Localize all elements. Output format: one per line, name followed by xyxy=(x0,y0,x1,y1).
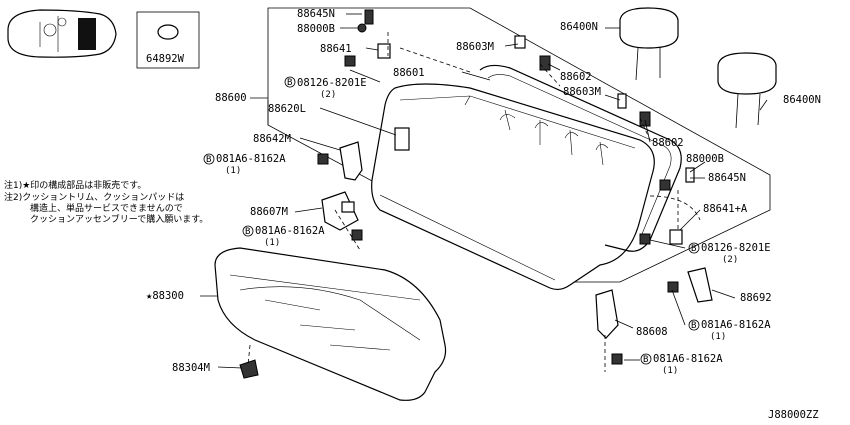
label-88000b-top: 88000B xyxy=(297,23,335,35)
label-88300: ★88300 xyxy=(146,290,184,302)
small-parts xyxy=(317,9,695,365)
bracket-88692[interactable] xyxy=(687,267,713,303)
label-081a6-4: 081A6-8162A xyxy=(653,353,723,365)
label-88600: 88600 xyxy=(215,92,247,104)
label-081a6-1-qty: (1) xyxy=(225,166,241,176)
svg-text:B: B xyxy=(643,355,648,365)
note-2a: 注2)クッショントリム、クッションパッドは xyxy=(4,191,184,203)
label-081a6-4-qty: (1) xyxy=(662,366,678,376)
bracket-88642m[interactable] xyxy=(339,141,363,181)
label-081a6-2: 081A6-8162A xyxy=(255,225,325,237)
label-081a6-3: 081A6-8162A xyxy=(701,319,771,331)
label-86400n-a: 86400N xyxy=(560,21,598,33)
label-081a6-3-qty: (1) xyxy=(710,332,726,342)
diagram-id: J88000ZZ xyxy=(768,409,819,421)
svg-text:B: B xyxy=(691,321,696,331)
note-2c: クッションアッセンブリーで購入願います。 xyxy=(30,213,208,225)
headrest-left[interactable] xyxy=(619,7,679,81)
label-88608: 88608 xyxy=(636,326,668,338)
label-88602-b: 88602 xyxy=(652,137,684,149)
label-081a6-2-qty: (1) xyxy=(264,238,280,248)
bracket-88608[interactable] xyxy=(595,289,619,339)
label-88603m-a: 88603M xyxy=(456,41,494,53)
headrest-right[interactable] xyxy=(717,52,777,129)
svg-text:B: B xyxy=(691,244,696,254)
label-88692: 88692 xyxy=(740,292,772,304)
seat-cushion[interactable] xyxy=(214,247,447,401)
label-88645n-right: 88645N xyxy=(708,172,746,184)
seat-back[interactable] xyxy=(371,83,655,291)
svg-text:B: B xyxy=(287,78,292,88)
svg-text:B: B xyxy=(206,155,211,165)
svg-text:B: B xyxy=(245,227,250,237)
label-08126-top-qty: (2) xyxy=(320,90,336,100)
note-2b: 構造上、単品サービスできませんので xyxy=(30,202,183,214)
label-86400n-b: 86400N xyxy=(783,94,821,106)
dashed-lines xyxy=(247,32,701,372)
label-88620l: 88620L xyxy=(268,103,306,115)
label-88603m-b: 88603M xyxy=(563,86,601,98)
label-08126-top: 08126-8201E xyxy=(297,77,367,89)
bracket-88620l[interactable] xyxy=(394,127,410,151)
clip-88304m[interactable] xyxy=(239,359,259,379)
label-081a6-1: 081A6-8162A xyxy=(216,153,286,165)
label-88000b-right: 88000B xyxy=(686,153,724,165)
vehicle-locator-icon xyxy=(7,9,117,58)
label-88602-a: 88602 xyxy=(560,71,592,83)
seat-back-frame[interactable] xyxy=(479,64,682,252)
part-64892w-box[interactable]: 64892W xyxy=(136,11,200,69)
label-88641a: 88641+A xyxy=(703,203,748,215)
bracket-88607m[interactable] xyxy=(321,191,359,231)
note-1: 注1)★印の構成部品は非販売です。 xyxy=(4,179,146,191)
label-88607m: 88607M xyxy=(250,206,288,218)
bolt-markers: B B B B B B xyxy=(203,76,700,365)
label-88304m: 88304M xyxy=(172,362,210,374)
label-08126-right: 08126-8201E xyxy=(701,242,771,254)
label-88642m: 88642M xyxy=(253,133,291,145)
label-88641: 88641 xyxy=(320,43,352,55)
label-64892w: 64892W xyxy=(146,53,185,65)
label-88645n-top: 88645N xyxy=(297,8,335,20)
label-88601: 88601 xyxy=(393,67,425,79)
label-08126-right-qty: (2) xyxy=(722,255,738,265)
